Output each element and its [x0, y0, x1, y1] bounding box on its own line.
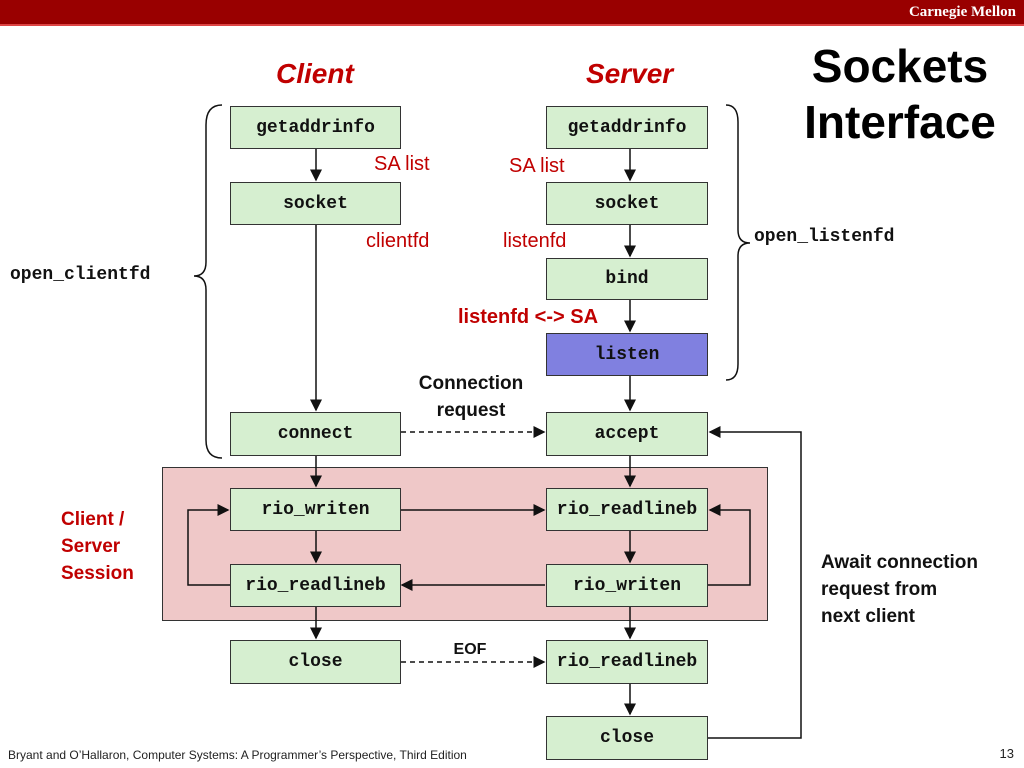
- connection-request-label: Connection request: [405, 370, 537, 424]
- connection-request-line-2: request: [436, 400, 506, 421]
- client-connect-box: connect: [230, 412, 401, 456]
- open-clientfd-label: open_clientfd: [10, 265, 151, 285]
- session-line-2: Server: [61, 536, 121, 557]
- client-rio-readlineb-box: rio_readlineb: [230, 564, 401, 607]
- listenfd-sa-label: listenfd <-> SA: [458, 306, 599, 328]
- server-sa-list-label: SA list: [509, 155, 565, 177]
- arrow-await-next-client: [708, 426, 802, 739]
- server-rio-writen-box: rio_writen: [546, 564, 708, 607]
- brace-open-clientfd: [193, 104, 223, 459]
- client-heading: Client: [276, 58, 354, 89]
- eof-label: EOF: [453, 641, 487, 658]
- await-line-2: request from: [821, 579, 938, 600]
- await-line-3: next client: [821, 606, 915, 627]
- server-socket-box: socket: [546, 182, 708, 225]
- server-bind-box: bind: [546, 258, 708, 300]
- listenfd-label: listenfd: [503, 230, 567, 252]
- brace-open-listenfd: [725, 104, 751, 381]
- footer-citation: Bryant and O’Hallaron, Computer Systems:…: [8, 748, 467, 762]
- server-listen-box: listen: [546, 333, 708, 376]
- await-connection-label: Await connection request from next clien…: [821, 549, 978, 630]
- session-line-3: Session: [61, 563, 134, 584]
- slide-title: Sockets Interface: [790, 38, 1010, 150]
- title-line-2: Interface: [804, 96, 996, 148]
- client-getaddrinfo-box: getaddrinfo: [230, 106, 401, 149]
- client-close-box: close: [230, 640, 401, 684]
- clientfd-label: clientfd: [366, 230, 430, 252]
- server-heading: Server: [586, 58, 674, 89]
- open-listenfd-label: open_listenfd: [754, 227, 895, 247]
- connection-request-line-1: Connection: [418, 373, 524, 394]
- client-rio-writen-box: rio_writen: [230, 488, 401, 531]
- header-bar: Carnegie Mellon: [0, 0, 1024, 26]
- arrow-client-loop: [187, 504, 230, 586]
- brand-label: Carnegie Mellon: [908, 4, 1016, 20]
- client-socket-box: socket: [230, 182, 401, 225]
- server-accept-box: accept: [546, 412, 708, 456]
- session-line-1: Client /: [61, 509, 125, 530]
- client-sa-list-label: SA list: [374, 153, 430, 175]
- server-close-box: close: [546, 716, 708, 760]
- server-rio-readlineb-box: rio_readlineb: [546, 488, 708, 531]
- server-rio-readlineb-eof-box: rio_readlineb: [546, 640, 708, 684]
- arrow-server-loop: [708, 504, 751, 586]
- client-server-session-label: Client / Server Session: [61, 506, 134, 587]
- await-line-1: Await connection: [821, 552, 978, 573]
- server-getaddrinfo-box: getaddrinfo: [546, 106, 708, 149]
- page-number: 13: [999, 746, 1014, 761]
- title-line-1: Sockets: [811, 40, 989, 92]
